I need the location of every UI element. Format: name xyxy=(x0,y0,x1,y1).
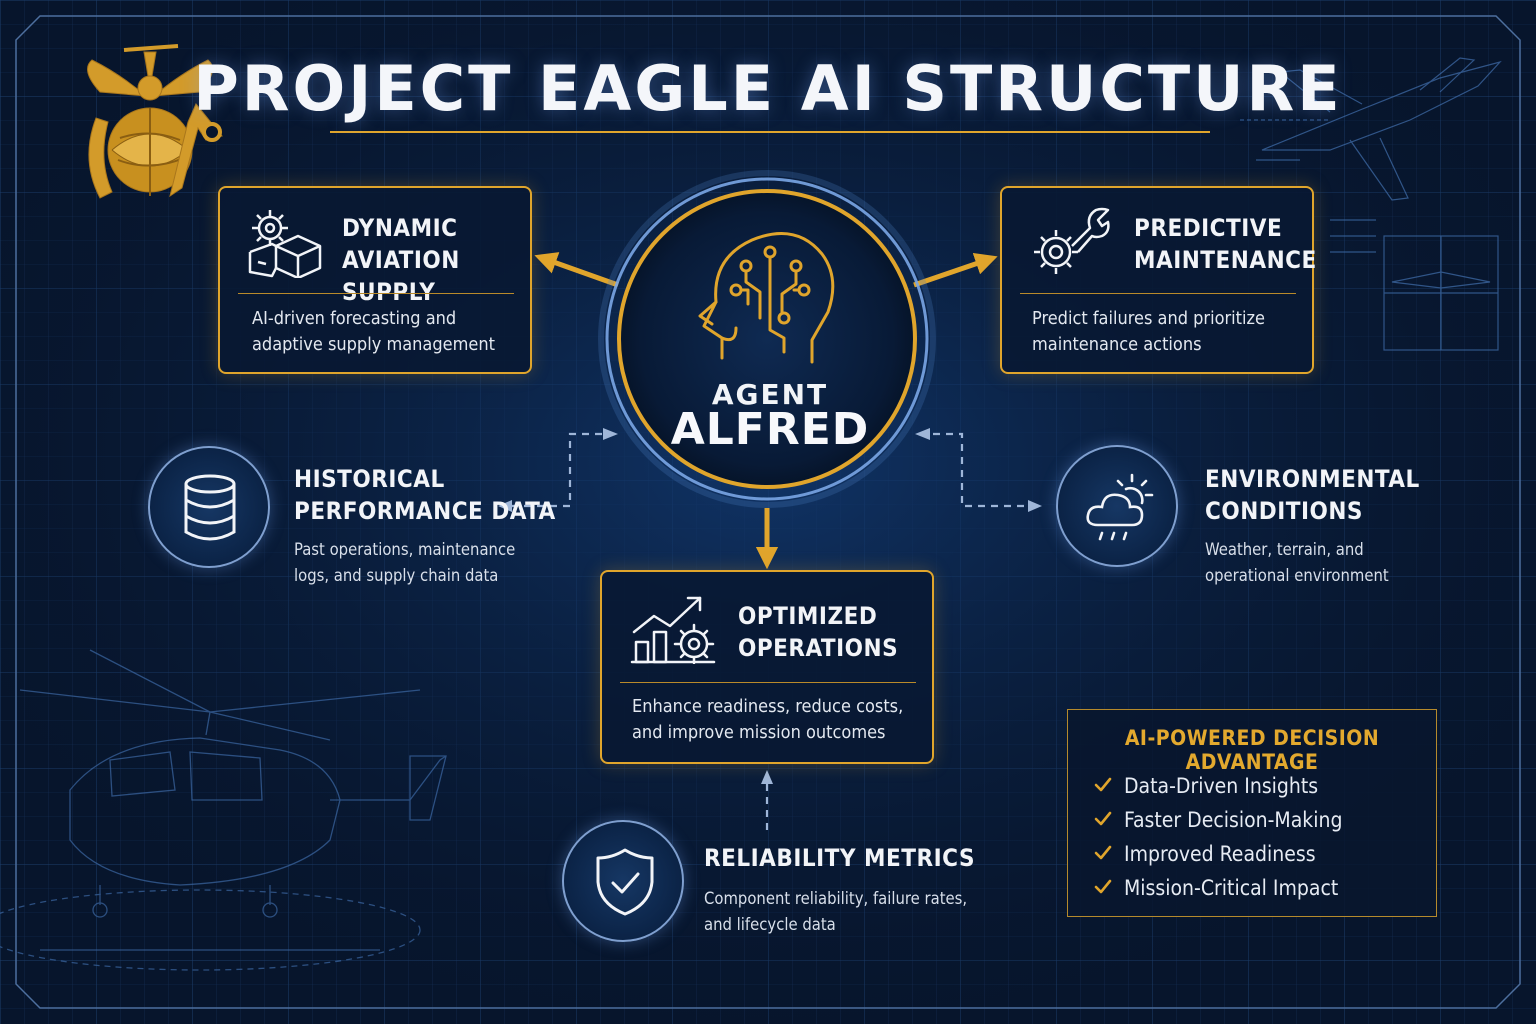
environmental-desc-line2: operational environment xyxy=(1205,566,1389,585)
maintenance-title-line1: PREDICTIVE xyxy=(1134,214,1283,242)
check-icon xyxy=(1094,845,1112,860)
card-predictive-maintenance[interactable]: PREDICTIVE MAINTENANCE Predict failures … xyxy=(1000,186,1317,374)
environmental-title-line1: ENVIRONMENTAL xyxy=(1205,465,1420,493)
connector-historical xyxy=(506,432,615,508)
agent-alfred-hub xyxy=(598,170,936,508)
environmental-desc-line1: Weather, terrain, and xyxy=(1205,540,1364,559)
decision-advantage-panel xyxy=(1067,709,1437,917)
check-icon xyxy=(1094,811,1112,826)
arrow-to-supply xyxy=(534,252,619,288)
decision-advantage-title: AI-POWERED DECISION ADVANTAGE xyxy=(1124,726,1380,774)
advantage-item-3: Improved Readiness xyxy=(1124,842,1316,866)
connector-environmental xyxy=(920,432,1034,508)
jet-blueprint-icon xyxy=(1240,57,1502,351)
list-item: Data-Driven Insights xyxy=(1094,772,1424,800)
reliability-text: RELIABILITY METRICS Component reliabilit… xyxy=(704,842,975,938)
advantage-item-2: Faster Decision-Making xyxy=(1124,808,1343,832)
reliability-desc-line2: and lifecycle data xyxy=(704,915,836,934)
historical-icon-ring[interactable] xyxy=(148,446,270,568)
supply-divider xyxy=(238,293,514,294)
environmental-icon-ring[interactable] xyxy=(1056,445,1178,567)
card-optimized-operations[interactable]: OPTIMIZED OPERATIONS Enhance readiness, … xyxy=(600,570,934,764)
reliability-icon-ring[interactable] xyxy=(562,820,684,942)
ai-head-circuit-icon xyxy=(698,232,835,364)
maintenance-title-line2: MAINTENANCE xyxy=(1134,246,1317,274)
gear-box-icon xyxy=(248,210,322,278)
environmental-text: ENVIRONMENTAL CONDITIONS Weather, terrai… xyxy=(1205,463,1420,589)
weather-cloud-icon xyxy=(1086,473,1154,541)
supply-title-line1: DYNAMIC xyxy=(342,214,458,242)
card-dynamic-aviation-supply[interactable]: DYNAMIC AVIATION SUPPLY AI-driven foreca… xyxy=(218,186,532,374)
historical-desc-line2: logs, and supply chain data xyxy=(294,566,499,585)
list-item: Faster Decision-Making xyxy=(1094,806,1424,834)
maintenance-divider xyxy=(1020,293,1296,294)
supply-desc-line1: AI-driven forecasting and xyxy=(252,308,457,329)
historical-desc-line1: Past operations, maintenance xyxy=(294,540,516,559)
maintenance-desc-line2: maintenance actions xyxy=(1032,334,1202,355)
historical-text: HISTORICAL PERFORMANCE DATA Past operati… xyxy=(294,463,556,589)
gear-wrench-icon xyxy=(1034,207,1110,274)
check-icon xyxy=(1094,879,1112,894)
advantage-item-1: Data-Driven Insights xyxy=(1124,774,1319,798)
reliability-title: RELIABILITY METRICS xyxy=(704,844,975,872)
chart-gear-icon xyxy=(630,596,716,664)
check-icon xyxy=(1094,777,1112,792)
operations-title-line2: OPERATIONS xyxy=(738,634,899,662)
marine-corps-emblem xyxy=(87,44,223,199)
operations-desc-line1: Enhance readiness, reduce costs, xyxy=(632,696,904,717)
historical-title-line2: PERFORMANCE DATA xyxy=(294,497,556,525)
operations-title-line1: OPTIMIZED xyxy=(738,602,878,630)
arrow-to-maintenance xyxy=(913,253,998,288)
helicopter-blueprint-icon xyxy=(0,649,447,971)
historical-title-line1: HISTORICAL xyxy=(294,465,445,493)
list-item: Mission-Critical Impact xyxy=(1094,874,1424,902)
supply-title-line2: AVIATION SUPPLY xyxy=(342,246,460,306)
list-item: Improved Readiness xyxy=(1094,840,1424,868)
operations-desc-line2: and improve mission outcomes xyxy=(632,722,886,743)
operations-divider xyxy=(620,682,916,683)
supply-desc-line2: adaptive supply management xyxy=(252,334,495,355)
maintenance-desc-line1: Predict failures and prioritize xyxy=(1032,308,1265,329)
reliability-desc-line1: Component reliability, failure rates, xyxy=(704,889,968,908)
environmental-title-line2: CONDITIONS xyxy=(1205,497,1363,525)
hub-label-agent: AGENT xyxy=(711,378,829,411)
decision-advantage-list: Data-Driven Insights Faster Decision-Mak… xyxy=(1094,772,1424,902)
hub-label-alfred: ALFRED xyxy=(670,404,870,455)
advantage-item-4: Mission-Critical Impact xyxy=(1124,876,1339,900)
outer-frame xyxy=(15,15,1521,1009)
shield-check-icon xyxy=(596,848,654,916)
page-title: PROJECT EAGLE AI STRUCTURE xyxy=(193,52,1343,125)
database-icon xyxy=(184,474,236,541)
